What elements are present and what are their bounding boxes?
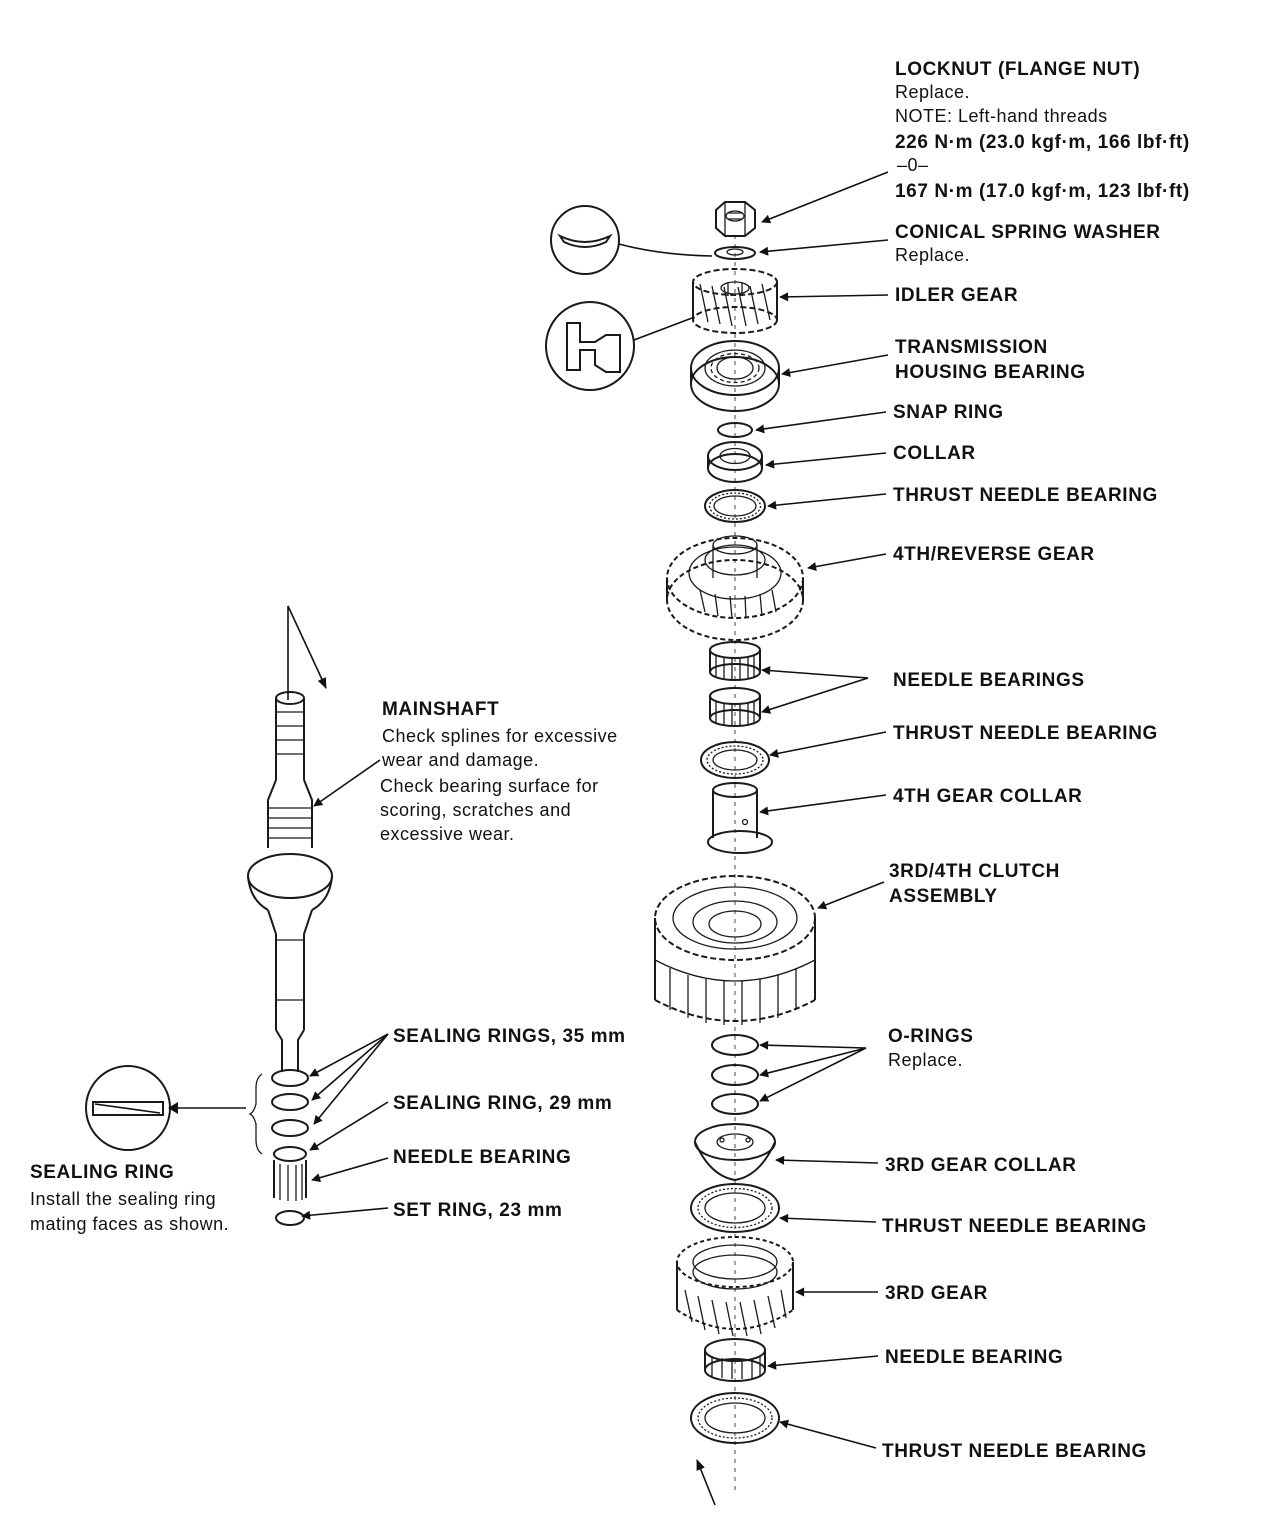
- o-rings-label: O-RINGS: [888, 1026, 973, 1047]
- mainshaft-note-line: wear and damage.: [381, 750, 539, 770]
- locknut-note-replace: Replace.: [895, 82, 970, 102]
- collar-part: [707, 441, 763, 483]
- transmission-housing-bearing-label-1: TRANSMISSION: [895, 337, 1048, 358]
- needle-bearing-label: NEEDLE BEARING: [393, 1147, 571, 1168]
- leader-lines-mainshaft: [301, 759, 389, 1220]
- third-gear-part: [676, 1236, 794, 1337]
- locknut-note-threads: NOTE: Left-hand threads: [895, 106, 1108, 126]
- clutch-assembly-label-2: ASSEMBLY: [889, 886, 998, 907]
- thrust-needle-bearing-label: THRUST NEEDLE BEARING: [882, 1441, 1147, 1462]
- sealing-rings-35-label: SEALING RINGS, 35 mm: [393, 1026, 626, 1047]
- thrust-needle-bearing-label: THRUST NEEDLE BEARING: [882, 1216, 1147, 1237]
- mainshaft-title: MAINSHAFT: [382, 699, 499, 720]
- thrust-needle-bearing-part: [690, 1392, 780, 1444]
- idler-gear-label: IDLER GEAR: [895, 285, 1018, 306]
- gear-profile-detail-callout: [545, 301, 693, 391]
- locknut-title: LOCKNUT (FLANGE NUT): [895, 59, 1140, 80]
- sealing-ring-detail-label: SEALING RING Install the sealing ring ma…: [30, 1162, 229, 1234]
- o-ring-part: [711, 1064, 759, 1086]
- third-gear-collar-part: [694, 1123, 776, 1182]
- o-ring-part: [711, 1093, 759, 1115]
- mainshaft-part: [247, 691, 333, 1226]
- set-ring-label: SET RING, 23 mm: [393, 1200, 563, 1221]
- third-gear-collar-label: 3RD GEAR COLLAR: [885, 1155, 1077, 1176]
- sealing-ring-detail-title: SEALING RING: [30, 1162, 174, 1183]
- locknut-part: [715, 201, 756, 237]
- sealing-ring-29-label: SEALING RING, 29 mm: [393, 1093, 612, 1114]
- collar-label: COLLAR: [893, 443, 976, 464]
- thrust-needle-bearing-part: [700, 741, 770, 779]
- fourth-gear-collar-part: [707, 782, 773, 854]
- locknut-torque-2: 167 N·m (17.0 kgf·m, 123 lbf·ft): [895, 181, 1190, 202]
- mainshaft-note-line: scoring, scratches and: [380, 800, 571, 820]
- sealing-ring-detail-note: Install the sealing ring: [30, 1189, 216, 1209]
- o-ring-part: [711, 1034, 759, 1056]
- leader-lines: [755, 171, 889, 1449]
- clutch-assembly-part: [654, 875, 816, 1025]
- snap-ring-label: SNAP RING: [893, 402, 1004, 423]
- mainshaft-note-line: excessive wear.: [380, 824, 515, 844]
- sealing-ring-detail-note: mating faces as shown.: [30, 1214, 229, 1234]
- mainshaft-note-line: Check bearing surface for: [380, 776, 599, 796]
- mainshaft-note-line: Check splines for excessive: [382, 726, 618, 746]
- needle-bearing-cage-upper: [709, 641, 761, 681]
- transmission-housing-bearing-label-2: HOUSING BEARING: [895, 362, 1086, 383]
- o-rings-note: Replace.: [888, 1050, 963, 1070]
- clutch-assembly-label-1: 3RD/4TH CLUTCH: [889, 861, 1060, 882]
- assembly-direction-arrow: [287, 605, 327, 689]
- assembly-direction-arrow: [696, 1458, 716, 1506]
- transmission-housing-bearing-part: [690, 340, 780, 412]
- locknut-torque-separator: –0–: [897, 155, 929, 175]
- thrust-needle-bearing-part: [704, 489, 766, 523]
- fourth-reverse-gear-part: [666, 535, 804, 641]
- needle-bearings-label: NEEDLE BEARINGS: [893, 670, 1085, 691]
- fourth-reverse-gear-label: 4TH/REVERSE GEAR: [893, 544, 1095, 565]
- thrust-needle-bearing-label: THRUST NEEDLE BEARING: [893, 723, 1158, 744]
- locknut-torque-1: 226 N·m (23.0 kgf·m, 166 lbf·ft): [895, 132, 1190, 153]
- locknut-label: LOCKNUT (FLANGE NUT) Replace. NOTE: Left…: [895, 59, 1190, 202]
- needle-bearing-part: [704, 1338, 766, 1382]
- snap-ring-part: [717, 422, 753, 438]
- needle-bearing-label: NEEDLE BEARING: [885, 1347, 1063, 1368]
- washer-detail-callout: [550, 205, 713, 275]
- third-gear-label: 3RD GEAR: [885, 1283, 988, 1304]
- thrust-needle-bearing-label: THRUST NEEDLE BEARING: [893, 485, 1158, 506]
- mainshaft-label: MAINSHAFT Check splines for excessive we…: [380, 699, 618, 844]
- sealing-ring-detail-callout: [85, 1065, 246, 1151]
- conical-spring-washer-title: CONICAL SPRING WASHER: [895, 222, 1161, 243]
- conical-spring-washer-part: [714, 246, 756, 260]
- thrust-needle-bearing-part: [690, 1183, 780, 1233]
- fourth-gear-collar-label: 4TH GEAR COLLAR: [893, 786, 1083, 807]
- needle-bearing-cage-lower: [709, 687, 761, 727]
- idler-gear-part: [692, 268, 778, 334]
- conical-spring-washer-note: Replace.: [895, 245, 970, 265]
